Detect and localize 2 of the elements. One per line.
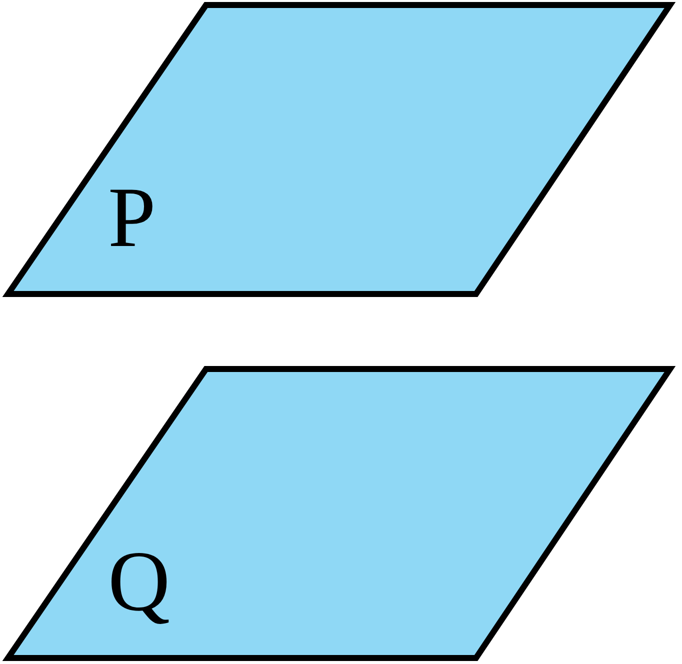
- plane-label: P: [108, 174, 156, 260]
- plane-label: Q: [108, 538, 170, 624]
